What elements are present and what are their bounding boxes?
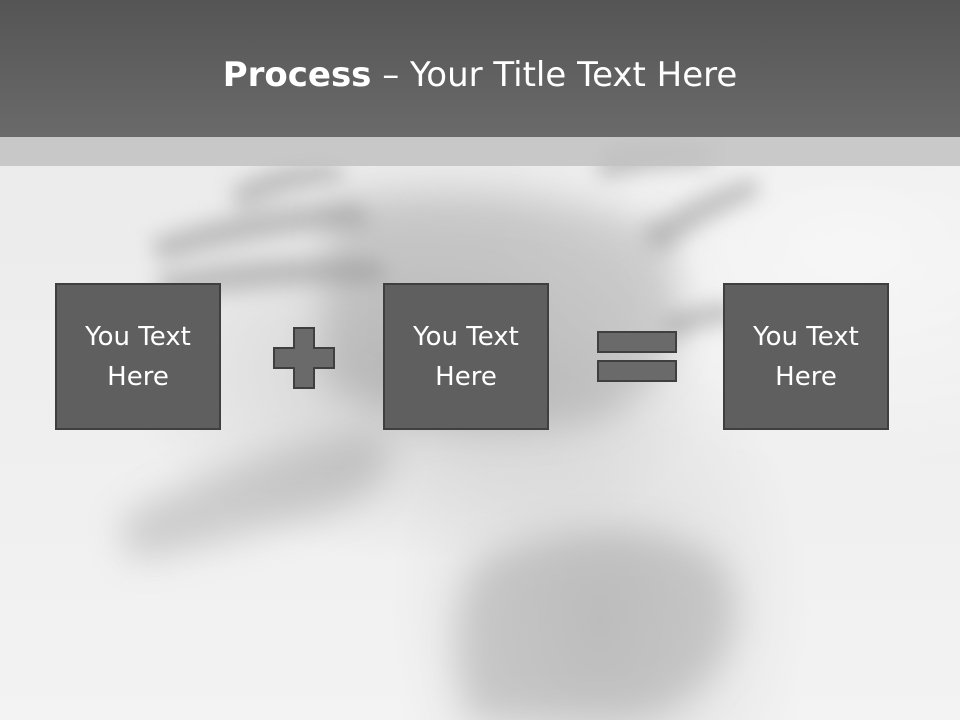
title-bar	[0, 0, 960, 137]
slide-title: Process – Your Title Text Here	[0, 52, 960, 98]
process-box-1: You Text Here	[55, 283, 221, 430]
process-box-2: You Text Here	[383, 283, 549, 430]
title-bar-stripe	[0, 137, 960, 166]
process-box-2-line2: Here	[435, 361, 497, 392]
title-rest: – Your Title Text Here	[371, 55, 738, 95]
plus-icon	[273, 327, 335, 389]
equals-icon	[597, 331, 677, 382]
process-box-2-line1: You Text	[413, 321, 519, 352]
process-box-3: You Text Here	[723, 283, 889, 430]
title-bold: Process	[222, 55, 372, 95]
process-box-3-line1: You Text	[753, 321, 859, 352]
process-box-1-line2: Here	[107, 361, 169, 392]
process-box-3-line2: Here	[775, 361, 837, 392]
process-box-1-line1: You Text	[85, 321, 191, 352]
